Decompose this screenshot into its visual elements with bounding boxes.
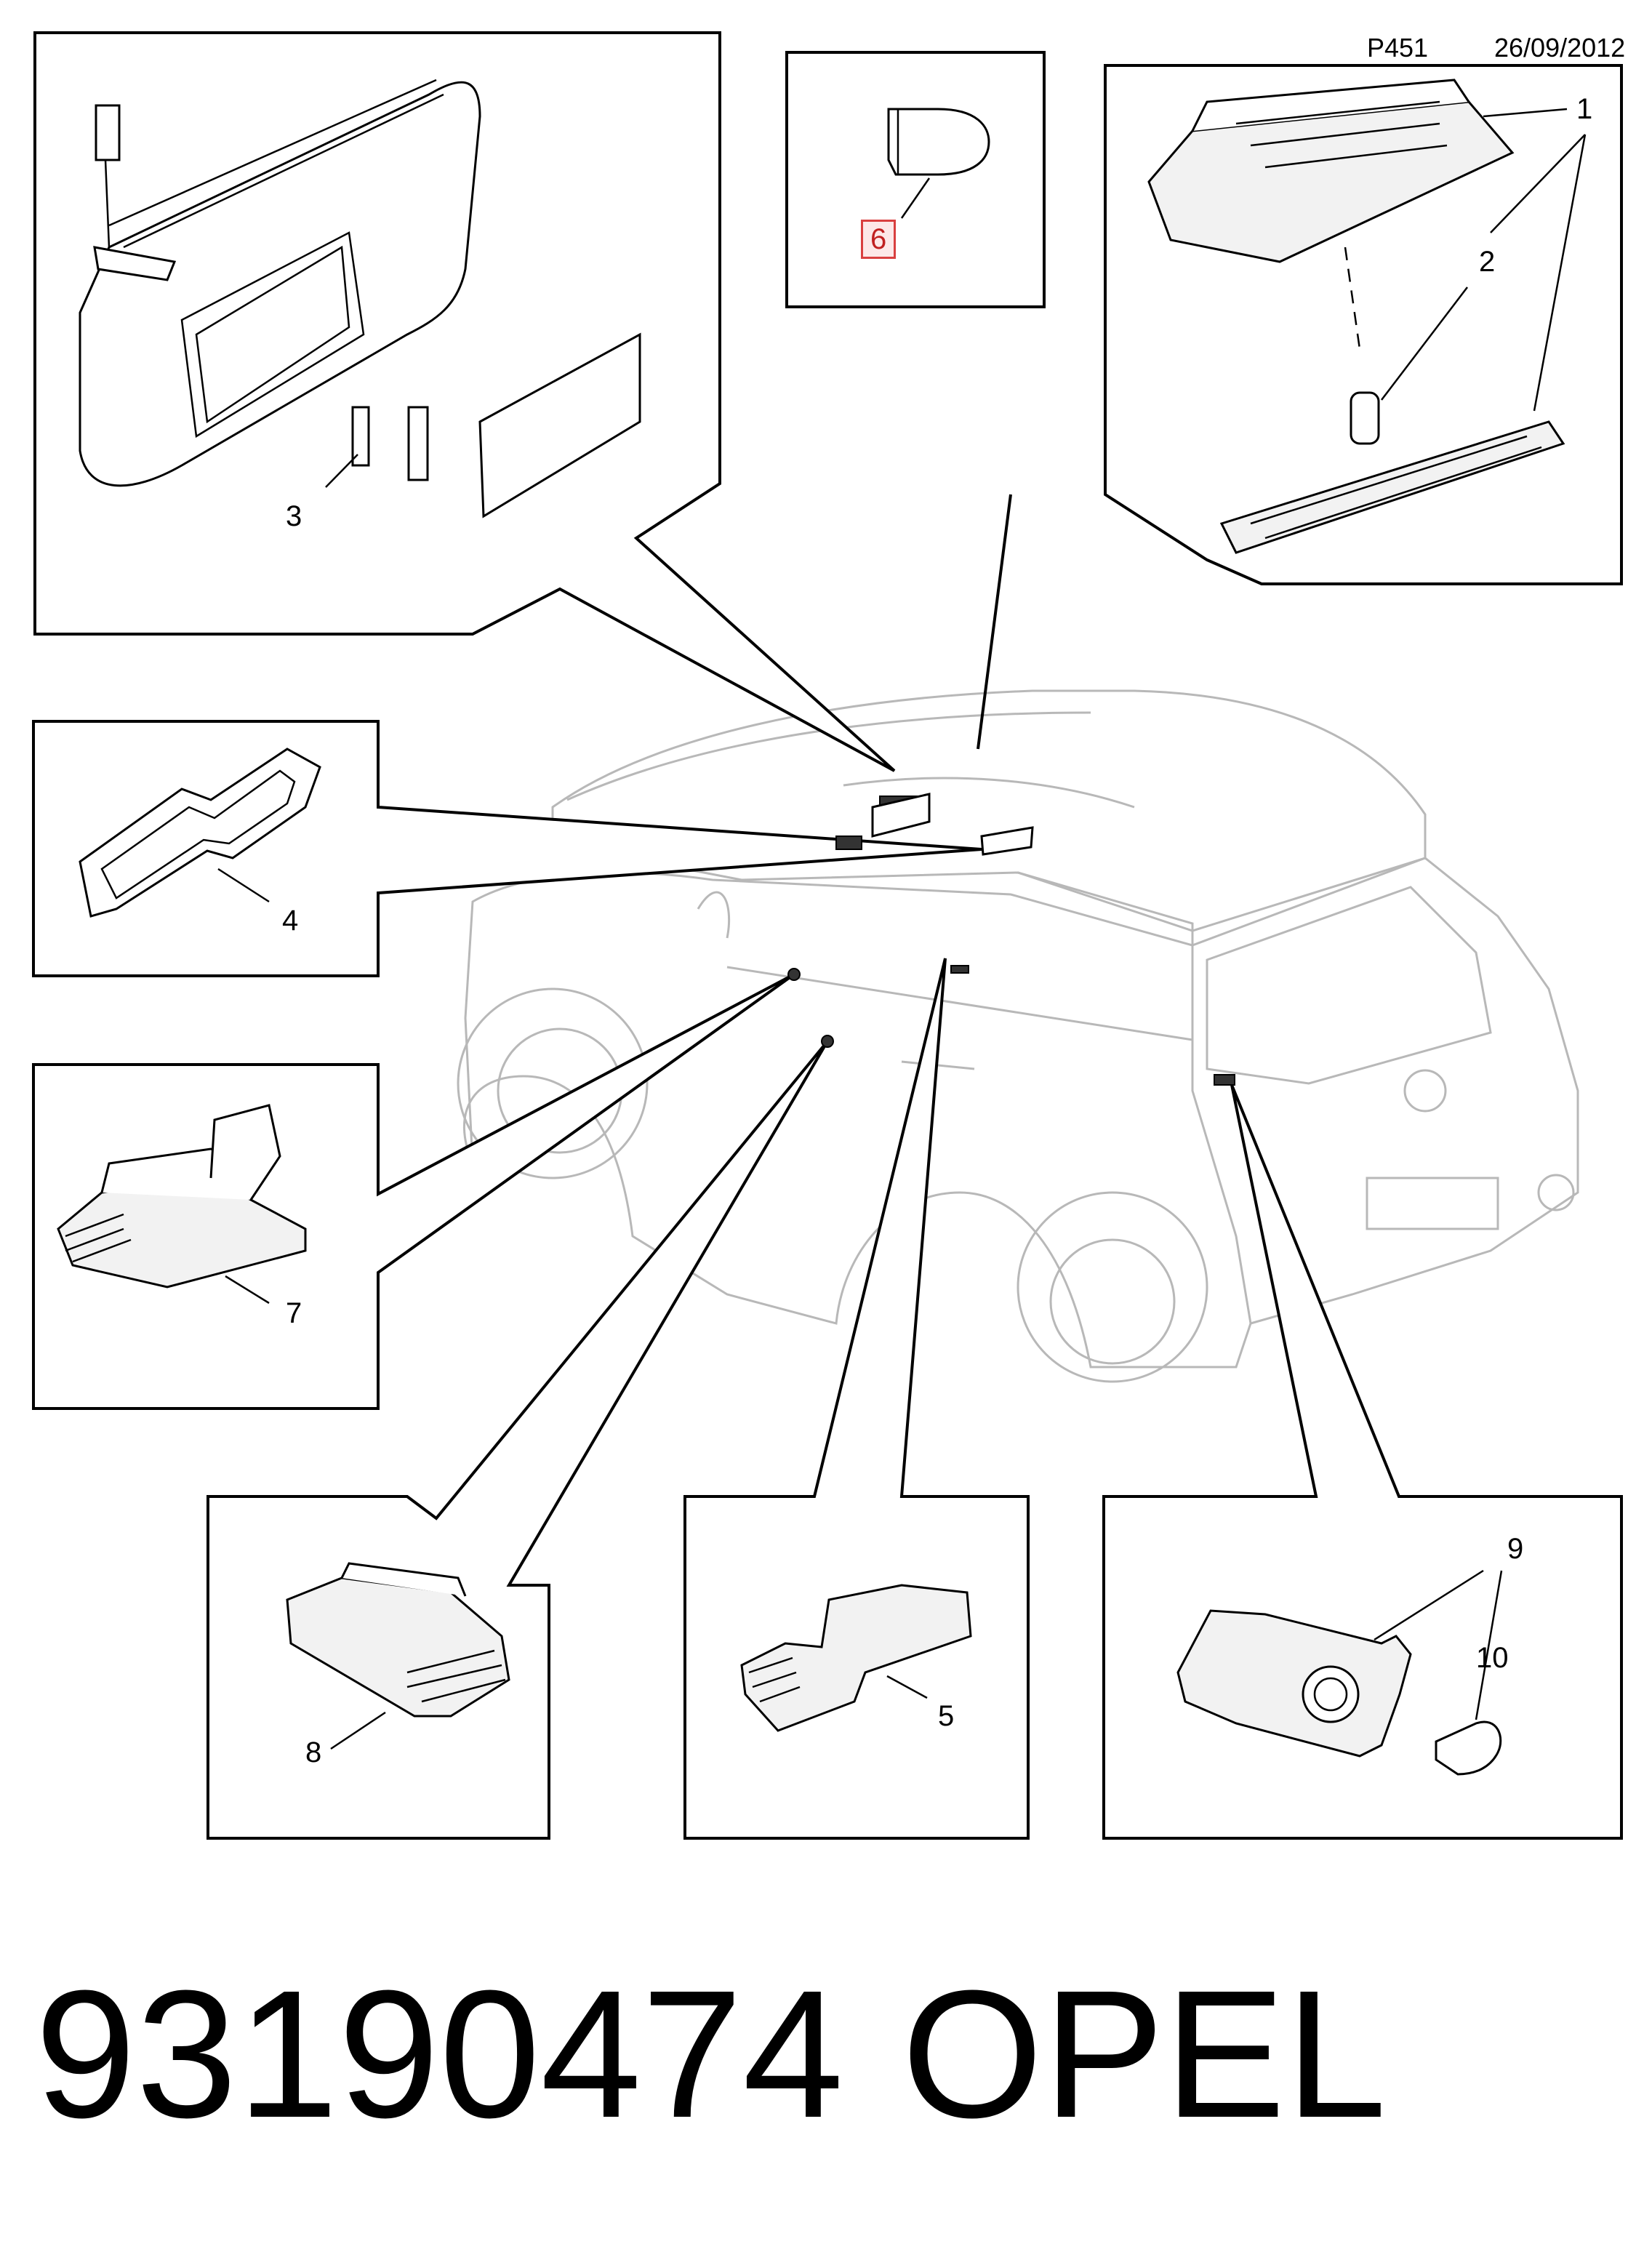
switch-5-part: [740, 1584, 972, 1732]
car-illustration: [457, 689, 1579, 1383]
callout-4: 4: [282, 905, 299, 937]
switch-8-part: [286, 1562, 510, 1750]
callout-7: 7: [286, 1297, 302, 1329]
car-location-markers: [787, 793, 1235, 1086]
leader-lines: [977, 494, 1012, 750]
switch-7-part: [57, 1104, 307, 1305]
callout-6-highlighted: 6: [861, 220, 897, 259]
dome-lamp-part: [1147, 79, 1587, 554]
callout-9: 9: [1507, 1533, 1524, 1565]
frame-switch-5: [683, 958, 1030, 1840]
callout-10: 10: [1476, 1642, 1509, 1674]
callout-2: 2: [1479, 246, 1496, 278]
festoon-bulb-part: [887, 108, 990, 219]
diagram-date: 26/09/2012: [1494, 33, 1626, 63]
sun-visor-part: [79, 79, 641, 518]
frame-bulb: [785, 51, 1046, 308]
callout-1: 1: [1576, 93, 1593, 125]
part-number-caption: 93190474: [35, 1952, 844, 2155]
vanity-mirror-lamp-part: [79, 748, 321, 918]
callout-8: 8: [305, 1736, 322, 1768]
brand-caption: OPEL: [902, 1952, 1387, 2155]
callout-5: 5: [938, 1700, 955, 1732]
tail-lamp-part: [1176, 1569, 1503, 1776]
frame-switch-7: [32, 973, 795, 1410]
diagram-code: P451: [1367, 33, 1429, 63]
callout-3: 3: [286, 500, 302, 532]
